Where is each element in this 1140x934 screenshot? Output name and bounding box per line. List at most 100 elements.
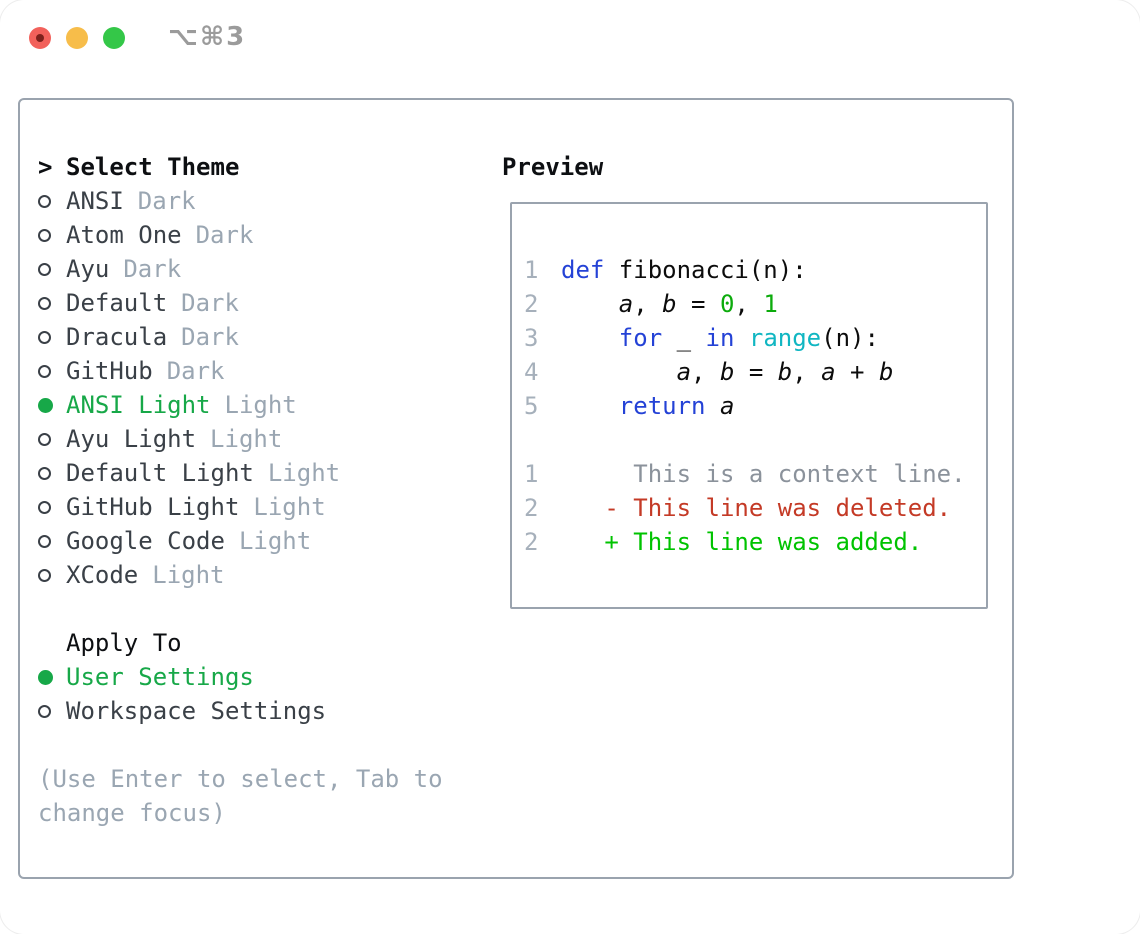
theme-option-workspace-settings[interactable]: Workspace Settings [38,694,478,728]
preview-line [524,423,986,457]
option-label: Default [66,289,168,317]
radio-icon [38,228,51,242]
radio-column [38,568,66,582]
radio-column [38,262,66,276]
radio-icon [38,262,51,276]
radio-column [38,704,66,718]
select-theme-header: > Select Theme [38,150,478,184]
radio-column [38,397,66,413]
theme-option-ansi-light[interactable]: ANSI Light Light [38,388,478,422]
option-label: Ayu [66,255,110,283]
theme-option-user-settings[interactable]: User Settings [38,660,478,694]
code-content: - This line was deleted. [561,494,952,522]
theme-option-github-light[interactable]: GitHub Light Light [38,490,478,524]
theme-option-ansi[interactable]: ANSI Dark [38,184,478,218]
option-label: Dracula [66,323,168,351]
apply-to-header: Apply To [38,626,478,660]
line-number: 5 [524,392,539,420]
radio-column [38,466,66,480]
radio-column [38,669,66,685]
code-content: a, b = 0, 1 [618,290,778,318]
preview-line: 1 This is a context line. [524,457,986,491]
zoom-button[interactable] [103,27,125,49]
minimize-button[interactable] [66,27,88,49]
variant-tag: Dark [137,187,196,215]
close-button[interactable] [29,27,51,49]
option-label: GitHub Light [66,493,240,521]
code-content: This is a context line. [561,460,966,488]
variant-tag: Light [210,425,283,453]
window-title: ⌥⌘3 [168,22,247,52]
preview-line: 2 - This line was deleted. [524,491,986,525]
preview-line: 3 for _ in range(n): [524,321,986,355]
theme-option-default-light[interactable]: Default Light Light [38,456,478,490]
theme-option-default[interactable]: Default Dark [38,286,478,320]
option-label: XCode [66,561,139,589]
radio-icon [38,364,51,378]
radio-column [38,534,66,548]
select-theme-title: Select Theme [66,153,240,181]
radio-icon [38,534,51,548]
radio-icon [38,704,51,718]
radio-icon [38,330,51,344]
code-content: a, b = b, a + b [676,358,894,386]
preview-code: 1 def fibonacci(n): 2 a, b = 0, 1 3 for _ i… [524,253,986,559]
variant-tag: Dark [181,323,239,351]
variant-tag: Dark [181,289,239,317]
variant-tag: Dark [123,255,182,283]
variant-tag: Light [253,493,326,521]
spacer [38,728,478,762]
variant-tag: Dark [195,221,254,249]
apply-to-title: Apply To [66,629,182,657]
help-text: (Use Enter to select, Tab to change focu… [38,765,443,827]
theme-option-dracula[interactable]: Dracula Dark [38,320,478,354]
radio-column [38,500,66,514]
line-number: 1 [524,460,539,488]
option-label: ANSI [66,187,124,215]
preview-box: 1 def fibonacci(n): 2 a, b = 0, 1 3 for _ i… [510,202,988,609]
radio-column [38,194,66,208]
code-content: return a [618,392,735,420]
variant-tag: Light [224,391,297,419]
option-label: GitHub [66,357,153,385]
option-label: User Settings [66,663,254,691]
option-label: Workspace Settings [66,697,327,725]
radio-column [38,364,66,378]
radio-icon [38,432,51,446]
line-number: 2 [524,528,539,556]
radio-icon [38,500,51,514]
line-number: 2 [524,494,539,522]
theme-option-atom-one[interactable]: Atom One Dark [38,218,478,252]
option-label: Default Light [66,459,254,487]
line-number: 3 [524,324,539,352]
variant-tag: Light [152,561,225,589]
line-number: 1 [524,256,539,284]
radio-selected-icon [38,669,53,685]
theme-option-xcode[interactable]: XCode Light [38,558,478,592]
spacer [38,592,478,626]
code-content: + This line was added. [561,528,923,556]
preview-line: 5 return a [524,389,986,423]
radio-icon [38,296,51,310]
variant-tag: Light [267,459,341,487]
code-content: def fibonacci(n): [561,256,807,284]
option-label: Google Code [66,527,225,555]
theme-option-ayu-light[interactable]: Ayu Light Light [38,422,478,456]
option-label: ANSI Light [66,391,211,419]
preview-header: Preview [502,150,603,184]
titlebar: ⌥⌘3 [0,0,1140,76]
option-label: Ayu Light [66,425,197,453]
radio-column [38,330,66,344]
theme-option-ayu[interactable]: Ayu Dark [38,252,478,286]
cursor-caret-icon: > [38,153,53,181]
option-label: Atom One [66,221,182,249]
radio-icon [38,568,51,582]
radio-icon [38,466,51,480]
radio-column [38,296,66,310]
